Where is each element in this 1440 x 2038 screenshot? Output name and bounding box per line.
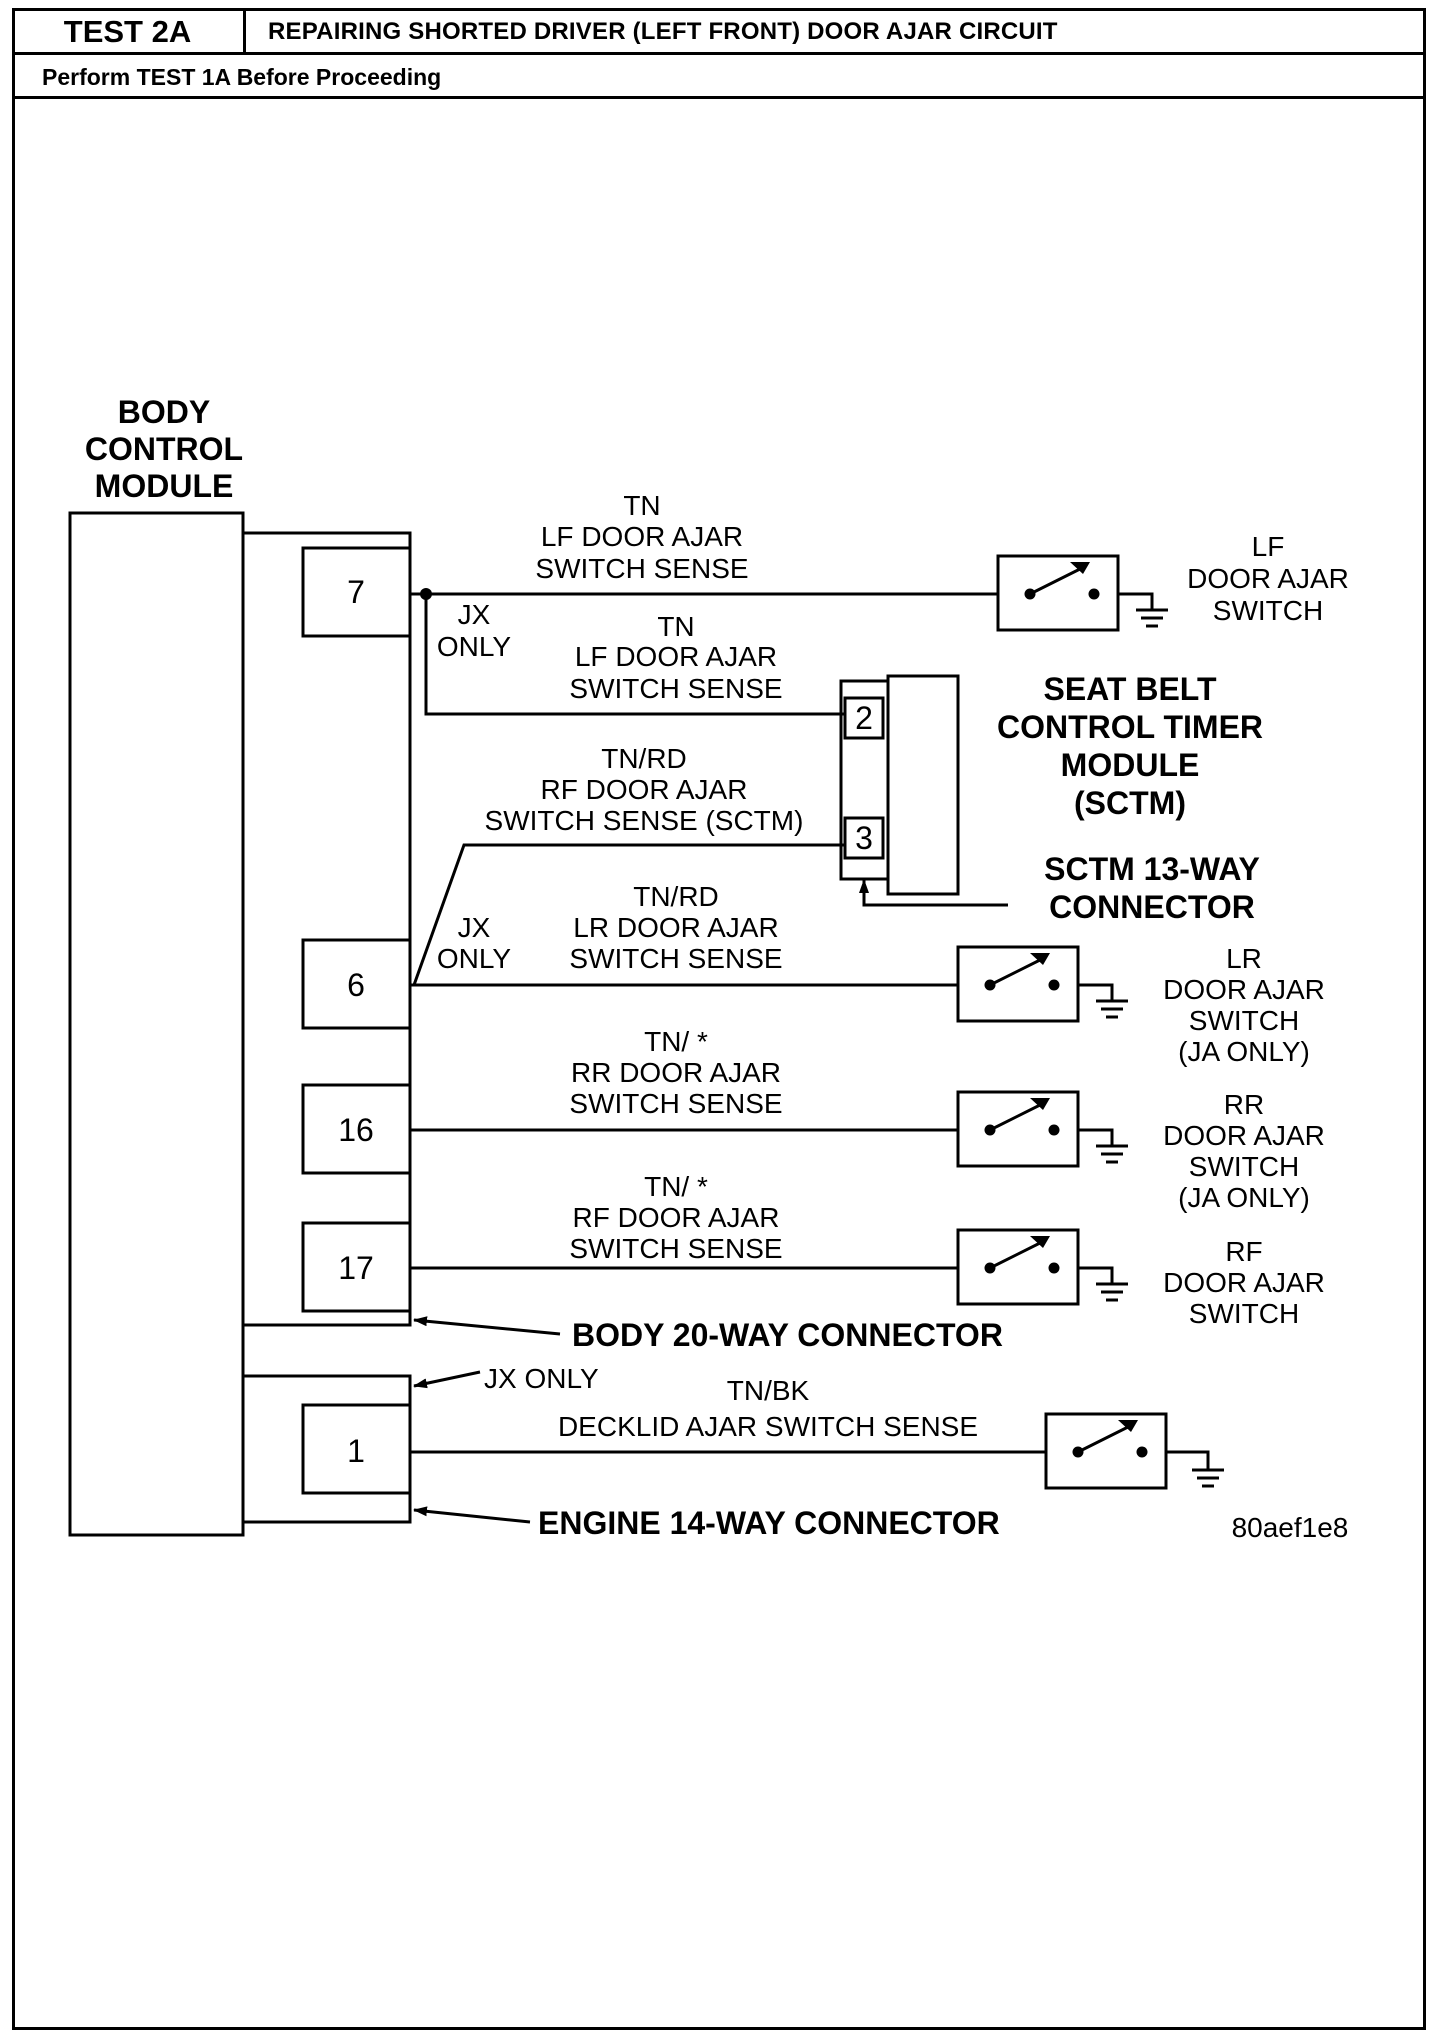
lf-door-ajar-switch [996, 554, 1168, 632]
sctm-connector-label-2: CONNECTOR [1049, 889, 1255, 925]
wire-rf-label-2: SWITCH SENSE [569, 1233, 782, 1264]
engine-14-way-arrow [413, 1506, 531, 1524]
pin-7-label: 7 [347, 574, 365, 610]
bcm-label-line1: BODY [118, 394, 210, 430]
page-title: REPAIRING SHORTED DRIVER (LEFT FRONT) DO… [268, 17, 1058, 45]
body-20-way-arrow [413, 1316, 561, 1336]
jx-only-arrow [413, 1370, 481, 1389]
wire-sctm-pin-3 [412, 843, 845, 986]
sctm-connector-label-1: SCTM 13-WAY [1044, 851, 1260, 887]
wire-sctm-pin-2 [424, 594, 845, 716]
lf-switch-label-3: SWITCH [1213, 595, 1323, 626]
sctm-label-line3: MODULE [1061, 747, 1200, 783]
decklid-ajar-switch [1044, 1412, 1224, 1490]
sctm-label-line2: CONTROL TIMER [997, 709, 1263, 745]
sctm-label-line4: (SCTM) [1074, 785, 1186, 821]
rf-switch-label-3: SWITCH [1189, 1298, 1299, 1329]
rr-switch-label-2: DOOR AJAR [1163, 1120, 1325, 1151]
wire-rf-color: TN/ * [644, 1171, 708, 1202]
splice-dot [420, 588, 432, 600]
wire-decklid-color: TN/BK [727, 1375, 810, 1406]
wire-rr-label-1: RR DOOR AJAR [571, 1057, 781, 1088]
body-control-module [68, 511, 245, 1537]
pin-6-label: 6 [347, 967, 365, 1003]
rr-switch-label-1: RR [1224, 1089, 1264, 1120]
jx-only-note-1-l2: ONLY [437, 631, 511, 662]
lr-switch-label-2: DOOR AJAR [1163, 974, 1325, 1005]
header-row [12, 8, 1426, 55]
wire-sctm3-label-2: SWITCH SENSE (SCTM) [485, 805, 804, 836]
pin-16-label: 16 [338, 1112, 374, 1148]
body-20-way-connector-block [241, 531, 412, 1327]
wire-lf-color: TN [623, 490, 660, 521]
subheader-row [12, 55, 1426, 99]
sctm-pin-2-box [843, 696, 885, 740]
wire-lr-color: TN/RD [633, 881, 719, 912]
wire-sctm2-color: TN [657, 611, 694, 642]
sctm-pin-2-label: 2 [855, 700, 873, 736]
rr-switch-label-4: (JA ONLY) [1178, 1182, 1310, 1213]
jx-only-note-2-l1: JX [458, 912, 491, 943]
engine-14-way-connector-block [241, 1374, 412, 1524]
rr-switch-label-3: SWITCH [1189, 1151, 1299, 1182]
jx-only-note-1-l1: JX [458, 599, 491, 630]
wire-rf-label-1: RF DOOR AJAR [573, 1202, 780, 1233]
wire-sctm3-label-1: RF DOOR AJAR [541, 774, 748, 805]
wire-rr-label-2: SWITCH SENSE [569, 1088, 782, 1119]
engine-14-way-connector-label: ENGINE 14-WAY CONNECTOR [538, 1505, 1000, 1541]
wire-decklid-label: DECKLID AJAR SWITCH SENSE [558, 1411, 978, 1442]
bcm-label-line3: MODULE [95, 468, 234, 504]
jx-only-note-2-l2: ONLY [437, 943, 511, 974]
pin-1-label: 1 [347, 1433, 365, 1469]
wire-lf-label-1: LF DOOR AJAR [541, 521, 743, 552]
wires [410, 592, 1046, 1454]
wire-sctm2-label-2: SWITCH SENSE [569, 673, 782, 704]
pin-7-box [301, 546, 412, 638]
page-subtitle: Perform TEST 1A Before Proceeding [42, 63, 442, 90]
sctm-pin-3-box [843, 816, 885, 860]
figure-id: 80aef1e8 [1232, 1512, 1349, 1543]
lf-switch-label-1: LF [1252, 531, 1285, 562]
bcm-label-line2: CONTROL [85, 431, 243, 467]
rf-switch-label-1: RF [1225, 1236, 1262, 1267]
lf-switch-label-2: DOOR AJAR [1187, 563, 1349, 594]
wire-sctm2-label-1: LF DOOR AJAR [575, 641, 777, 672]
wire-sctm3-color: TN/RD [601, 743, 687, 774]
body-20-way-connector-label: BODY 20-WAY CONNECTOR [572, 1317, 1003, 1353]
page-frame [12, 8, 1426, 2030]
sctm-label-line1: SEAT BELT [1043, 671, 1216, 707]
lr-door-ajar-switch [956, 945, 1128, 1023]
lr-switch-label-3: SWITCH [1189, 1005, 1299, 1036]
sctm-connector-arrow [859, 879, 1008, 907]
wire-rr-color: TN/ * [644, 1026, 708, 1057]
sctm-module [886, 674, 960, 896]
wire-lr-label-1: LR DOOR AJAR [573, 912, 778, 943]
rf-switch-label-2: DOOR AJAR [1163, 1267, 1325, 1298]
sctm-pin-3-label: 3 [855, 820, 873, 856]
pin-1-box [301, 1403, 412, 1495]
jx-only-note-3: JX ONLY [484, 1363, 599, 1394]
pin-17-label: 17 [338, 1250, 374, 1286]
test-id: TEST 2A [12, 8, 246, 55]
lr-switch-label-4: (JA ONLY) [1178, 1036, 1310, 1067]
wire-lr-label-2: SWITCH SENSE [569, 943, 782, 974]
wire-lf-label-2: SWITCH SENSE [535, 553, 748, 584]
rf-door-ajar-switch [956, 1228, 1128, 1306]
lr-switch-label-1: LR [1226, 943, 1262, 974]
rr-door-ajar-switch [956, 1090, 1128, 1168]
